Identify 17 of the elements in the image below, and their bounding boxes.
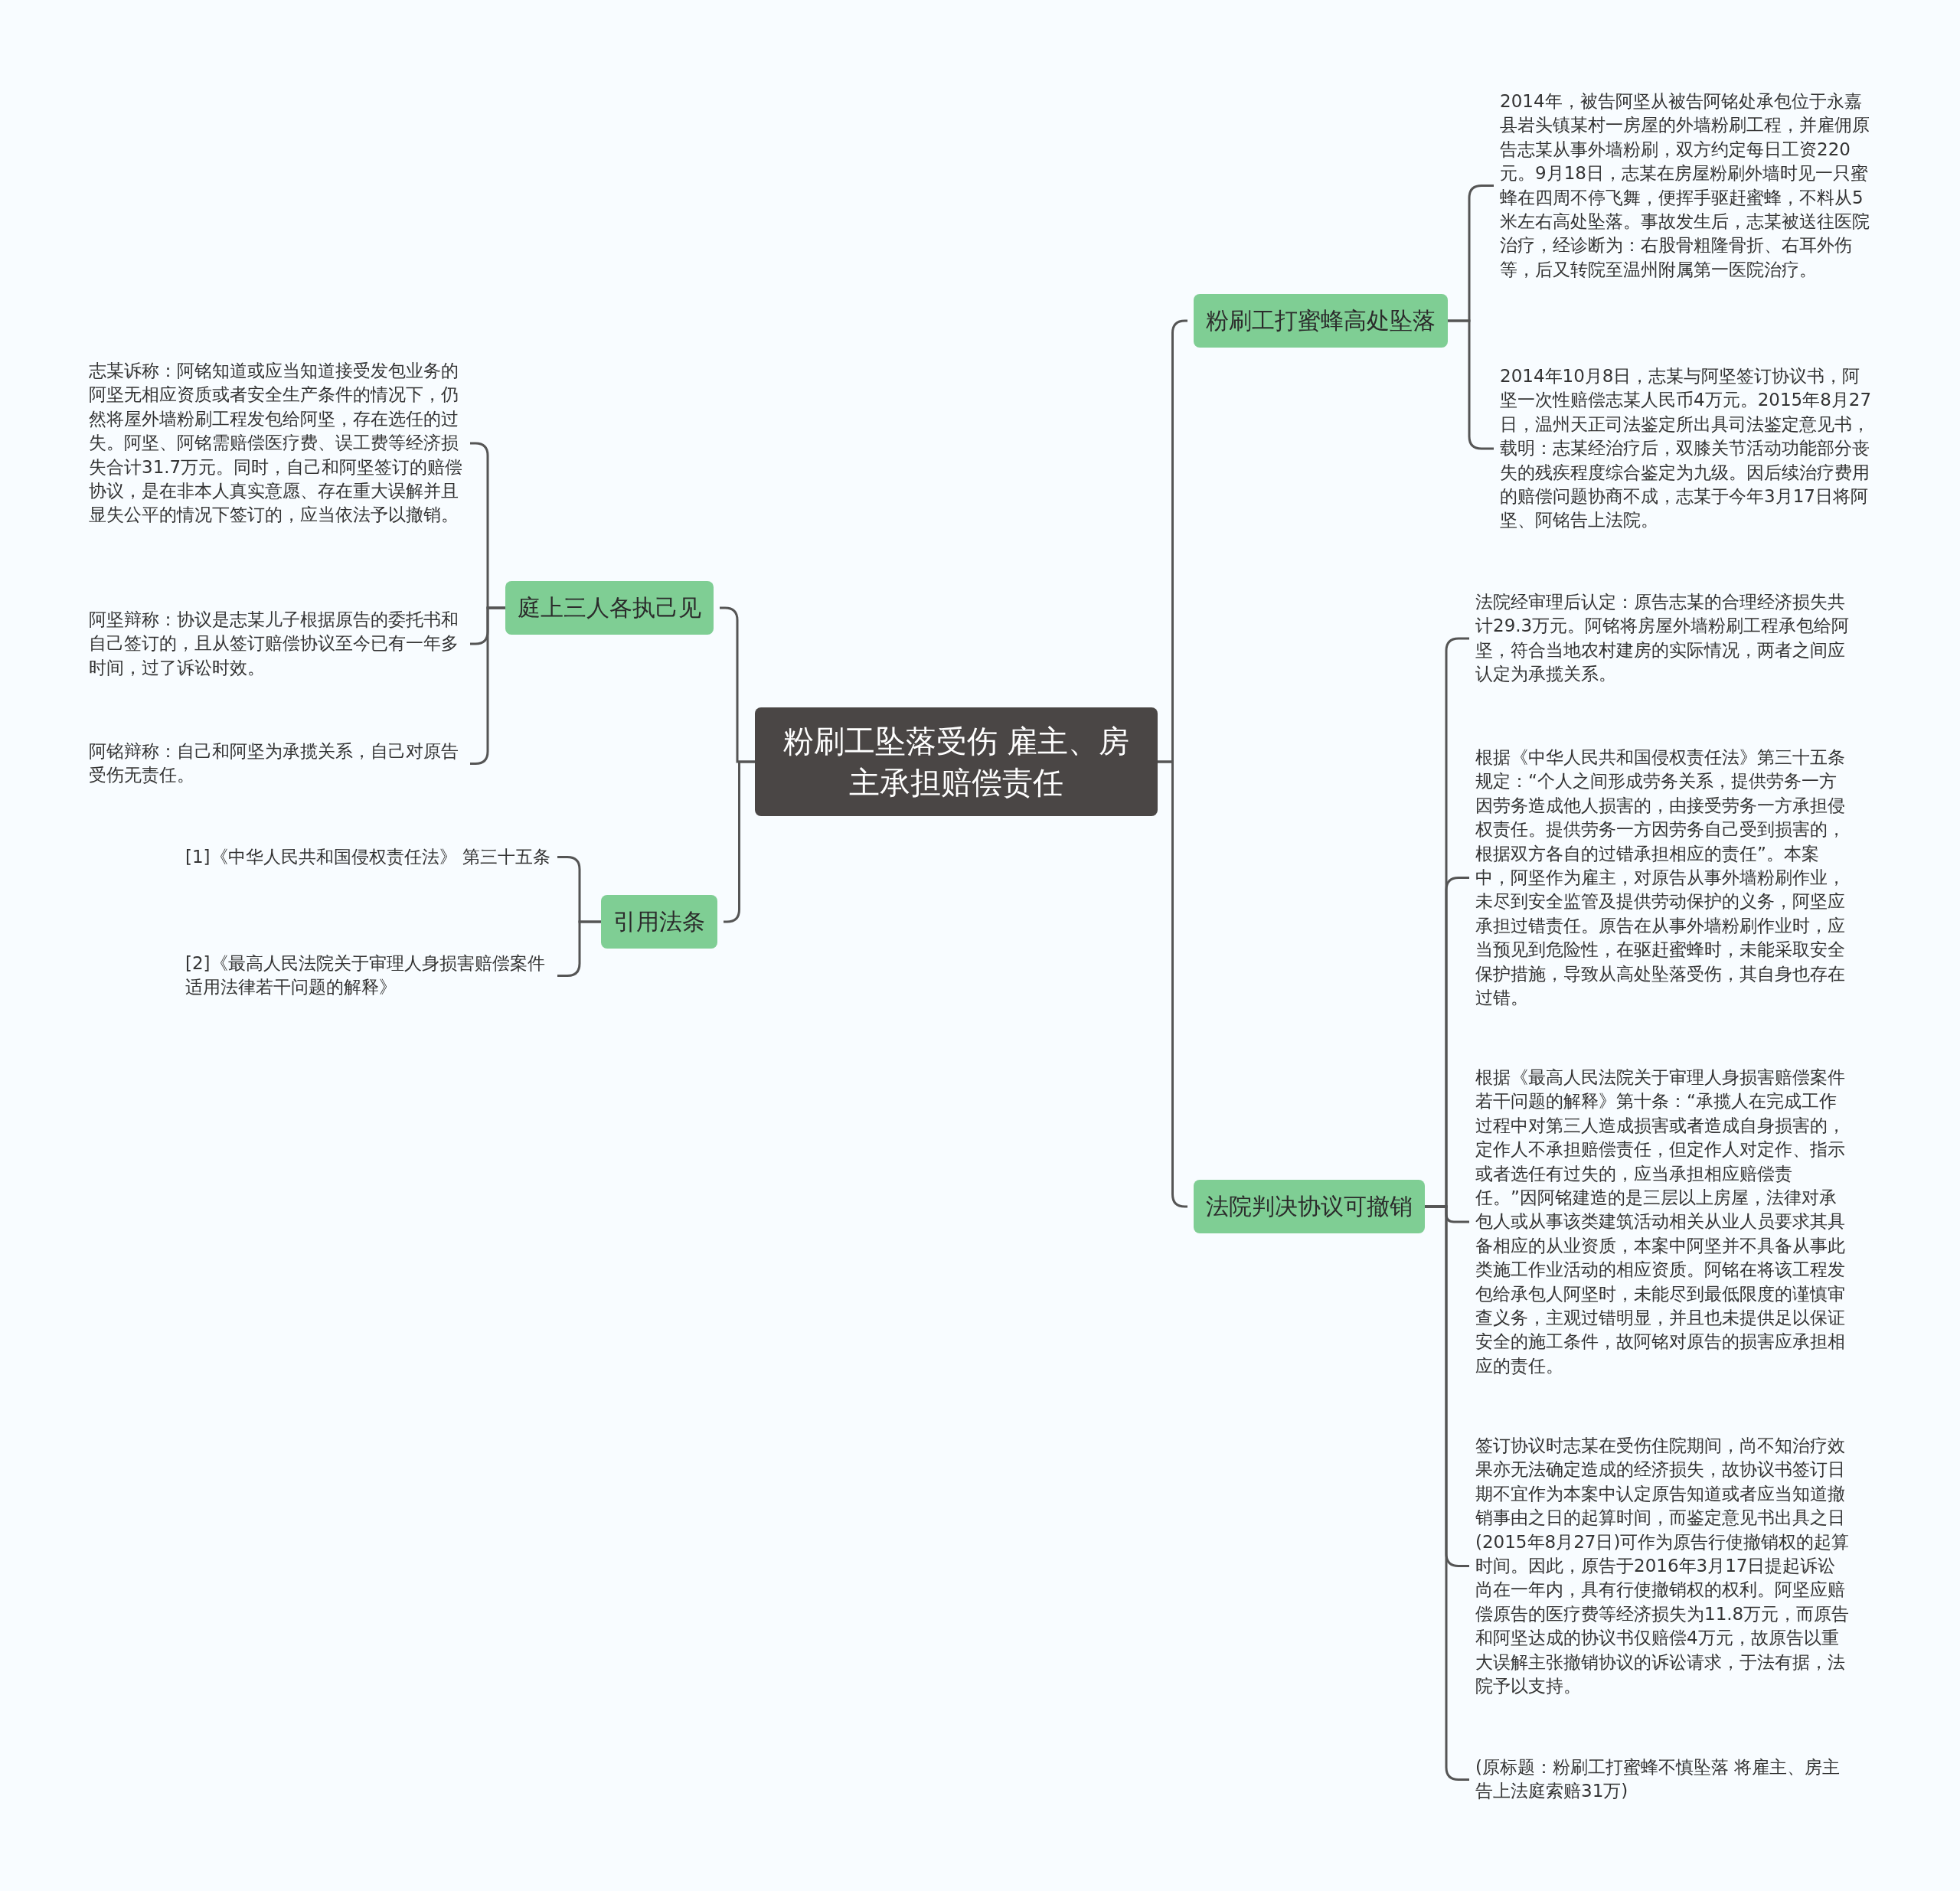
note-text: (原标题：粉刷工打蜜蜂不慎坠落 将雇主、房主告上法庭索赔31万) [1475, 1755, 1852, 1804]
note-text: 签订协议时志某在受伤住院期间，尚不知治疗效果亦无法确定造成的经济损失，故协议书签订日期不宜作为本案中认定原告知道或者应当知道撤销事由之日的起算时间，而鉴定意见书出具之日(2015年8月27日)可作为原告行使撤销权的起算时间。因此，原告于2016年3月17日提起诉讼尚在一年内，具有行使撤销权的权利。阿坚应赔偿原告的医疗费等经济损失为11.8万元，而原告和阿坚达成的协议书仅赔偿4万元，故原告以重大误解主张撤销协议的诉讼请求，于法有据，法院予以支持。 [1475, 1434, 1852, 1699]
note-text: [1]《中华人民共和国侵权责任法》 第三十五条 [185, 845, 551, 870]
branch-topic: 粉刷工打蜜蜂高处坠落 [1194, 294, 1448, 348]
note-text: 根据《最高人民法院关于审理人身损害赔偿案件若干问题的解释》第十条：“承揽人在完成工作过程中对第三人造成损害或者造成自身损害的，定作人不承担赔偿责任，但定作人对定作、指示或者选任有过失的，应当承担相应赔偿责任。”因阿铭建造的是三层以上房屋，法律对承包人或从事该类建筑活动相关从业人员要求其具备相应的从业资质，本案中阿坚并不具备从事此类施工作业活动的相应资质。阿铭在将该工程发包给承包人阿坚时，未能尽到最低限度的谨慎审查义务，主观过错明显，并且也未提供足以保证安全的施工条件，故阿铭对原告的损害应承担相应的责任。 [1475, 1066, 1852, 1379]
note-text: 2014年10月8日，志某与阿坚签订协议书，阿坚一次性赔偿志某人民币4万元。2015年8月27日，温州天正司法鉴定所出具司法鉴定意见书，载明：志某经治疗后，双膝关节活动功能部分丧失的残疾程度综合鉴定为九级。因后续治疗费用的赔偿问题协商不成，志某于今年3月17日将阿坚、阿铭告上法院。 [1500, 364, 1875, 533]
branch-topic: 法院判决协议可撤销 [1194, 1180, 1425, 1233]
branch-topic: 引用法条 [601, 895, 717, 949]
note-text: 根据《中华人民共和国侵权责任法》第三十五条规定：“个人之间形成劳务关系，提供劳务一方因劳务造成他人损害的，由接受劳务一方承担侵权责任。提供劳务一方因劳务自己受到损害的，根据双方各自的过错承担相应的责任”。本案中，阿坚作为雇主，对原告从事外墙粉刷作业，未尽到安全监管及提供劳动保护的义务，阿坚应承担过错责任。原告在从事外墙粉刷作业时，应当预见到危险性，在驱赶蜜蜂时，未能采取安全保护措施，导致从高处坠落受伤，其自身也存在过错。 [1475, 746, 1852, 1011]
note-text: 志某诉称：阿铭知道或应当知道接受发包业务的阿坚无相应资质或者安全生产条件的情况下，仍然将屋外墙粉刷工程发包给阿坚，存在选任的过失。阿坚、阿铭需赔偿医疗费、误工费等经济损失合计31.7万元。同时，自己和阿坚签订的赔偿协议，是在非本人真实意愿、存在重大误解并且显失公平的情况下签订的，应当依法予以撤销。 [89, 359, 464, 527]
note-text: 阿坚辩称：协议是志某儿子根据原告的委托书和自己签订的，且从签订赔偿协议至今已有一年多时间，过了诉讼时效。 [89, 608, 464, 681]
note-text: 阿铭辩称：自己和阿坚为承揽关系，自己对原告受伤无责任。 [89, 740, 464, 788]
note-text: 2014年，被告阿坚从被告阿铭处承包位于永嘉县岩头镇某村一房屋的外墙粉刷工程，并雇佣原告志某从事外墙粉刷，双方约定每日工资220元。9月18日，志某在房屋粉刷外墙时见一只蜜蜂在四周不停飞舞，便挥手驱赶蜜蜂，不料从5米左右高处坠落。事故发生后，志某被送往医院治疗，经诊断为：右股骨粗隆骨折、右耳外伤等，后又转院至温州附属第一医院治疗。 [1500, 90, 1875, 283]
branch-topic: 庭上三人各执己见 [505, 581, 714, 635]
central-topic: 粉刷工坠落受伤 雇主、房主承担赔偿责任 [755, 707, 1158, 816]
note-text: [2]《最高人民法院关于审理人身损害赔偿案件适用法律若干问题的解释》 [185, 952, 551, 1000]
note-text: 法院经审理后认定：原告志某的合理经济损失共计29.3万元。阿铭将房屋外墙粉刷工程承包给阿坚，符合当地农村建房的实际情况，两者之间应认定为承揽关系。 [1475, 590, 1852, 687]
